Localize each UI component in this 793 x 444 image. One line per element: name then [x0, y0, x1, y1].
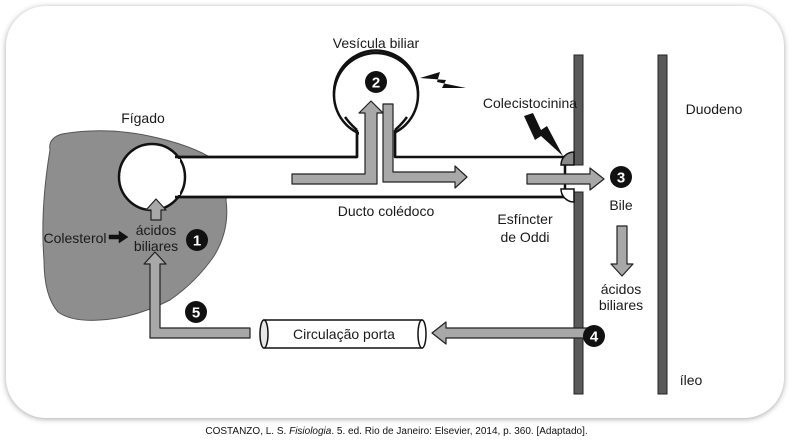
portal-circulation-label: Circulação porta: [293, 326, 395, 342]
portal-circulation-vessel: [259, 319, 427, 349]
step-5-number: 5: [192, 305, 200, 322]
gut-bile-acids-label-line1: ácidos: [601, 281, 641, 297]
sphincter-lower: [560, 188, 575, 203]
caption-title: Fisiologia: [289, 426, 332, 437]
step-1-number: 1: [193, 233, 201, 250]
bile-label: Bile: [609, 197, 633, 213]
liver-bile-acids-label-line2: biliares: [134, 238, 178, 254]
arrow-duct-to-gallbladder: [291, 100, 384, 185]
figure-caption: COSTANZO, L. S. Fisiologia. 5. ed. Rio d…: [0, 426, 793, 437]
arrow-into-duodenum: [526, 167, 605, 191]
cholecystokinin-label: Colecistocinina: [483, 95, 577, 111]
liver-label: Fígado: [121, 110, 165, 126]
duodenum-label: Duodeno: [686, 101, 743, 117]
sphincter-label-line2: de Oddi: [500, 229, 549, 245]
duodenum-wall-right: [657, 54, 668, 395]
step-marker-2: 2: [365, 71, 387, 93]
arrow-liver-up: [145, 198, 167, 221]
sphincter-upper: [560, 151, 575, 166]
arrow-cholesterol: [108, 230, 129, 244]
arrow-portal-to-liver: [143, 251, 251, 339]
liver-bile-acids-label-line1: ácidos: [136, 222, 176, 238]
caption-author: COSTANZO, L. S.: [205, 426, 290, 437]
arrow-bile-down: [610, 225, 634, 277]
gallbladder-label: Vesícula biliar: [333, 35, 420, 51]
sphincter-label-line1: Esfíncter: [497, 211, 553, 227]
lightning-bolt-icon: [524, 113, 563, 156]
step-marker-5: 5: [185, 301, 207, 323]
arrow-ileum-to-portal: [431, 321, 589, 345]
step-2-number: 2: [372, 75, 380, 92]
caption-details: . 5. ed. Rio de Janeiro: Elsevier, 2014,…: [331, 426, 588, 437]
step-4-number: 4: [590, 329, 599, 346]
step-marker-1: 1: [186, 229, 208, 251]
gut-bile-acids-label-line2: biliares: [599, 297, 643, 313]
ileum-label: íleo: [680, 372, 703, 388]
lightning-bolt-icon: [420, 72, 466, 88]
step-3-number: 3: [617, 170, 625, 187]
step-marker-4: 4: [583, 325, 605, 347]
common-bile-duct-label: Ducto colédoco: [338, 203, 435, 219]
duodenum-wall-left-lower: [573, 191, 584, 395]
cholesterol-label: Colesterol: [43, 230, 106, 246]
duodenum-wall-left-upper: [573, 54, 584, 166]
step-marker-3: 3: [610, 166, 632, 188]
enterohepatic-diagram: 1 2 3 4 5 Vesícula biliar Colecistocinin…: [42, 35, 743, 395]
arrow-gallbladder-to-duct: [382, 103, 468, 189]
